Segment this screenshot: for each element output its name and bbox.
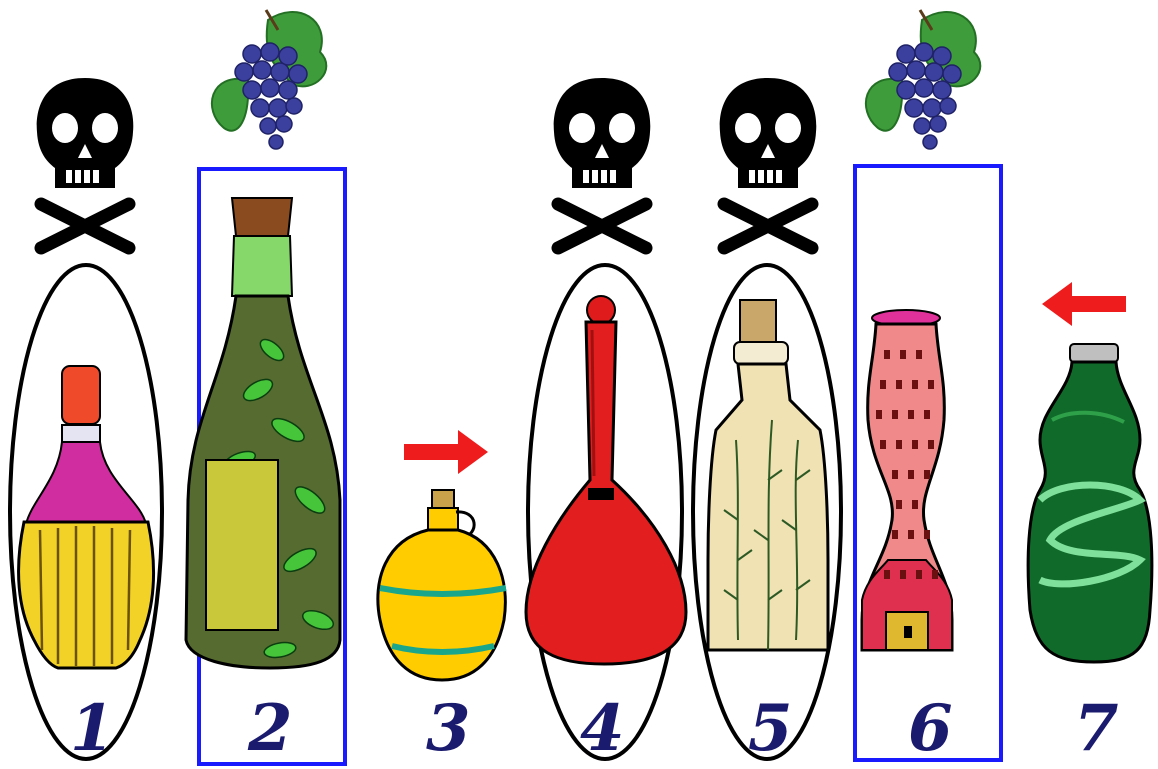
bottle-3-image bbox=[378, 490, 506, 680]
bottle-1-number: 1 bbox=[70, 691, 115, 766]
bottle-3-number: 3 bbox=[426, 691, 471, 766]
red-arrow-left-icon bbox=[1042, 282, 1126, 326]
bottle-6-image bbox=[862, 310, 952, 650]
bottle-2-number: 2 bbox=[247, 691, 293, 766]
bottle-5-image bbox=[708, 300, 828, 650]
grapes-icon bbox=[212, 10, 326, 149]
bottle-1-image bbox=[19, 366, 154, 668]
bottle-5-group: 5 bbox=[693, 78, 841, 766]
bottle-2-group: 2 bbox=[186, 10, 345, 766]
bottle-7-group: 7 bbox=[1028, 282, 1152, 766]
bottle-7-image bbox=[1028, 344, 1152, 662]
bottle-2-image bbox=[186, 198, 340, 668]
grapes-icon bbox=[866, 10, 980, 149]
bottle-4-number: 4 bbox=[580, 691, 625, 766]
bottle-6-group: 6 bbox=[855, 10, 1001, 766]
skull-crossbones-icon bbox=[37, 78, 134, 248]
bottle-3-group: 3 bbox=[378, 430, 506, 766]
bottle-1-group: 1 bbox=[10, 78, 162, 766]
bottle-4-group: 4 bbox=[526, 78, 686, 766]
skull-crossbones-icon bbox=[720, 78, 817, 248]
skull-crossbones-icon bbox=[554, 78, 651, 248]
red-arrow-right-icon bbox=[404, 430, 488, 474]
bottle-5-number: 5 bbox=[748, 691, 793, 766]
bottle-6-number: 6 bbox=[908, 691, 953, 766]
bottle-7-number: 7 bbox=[1074, 691, 1119, 766]
